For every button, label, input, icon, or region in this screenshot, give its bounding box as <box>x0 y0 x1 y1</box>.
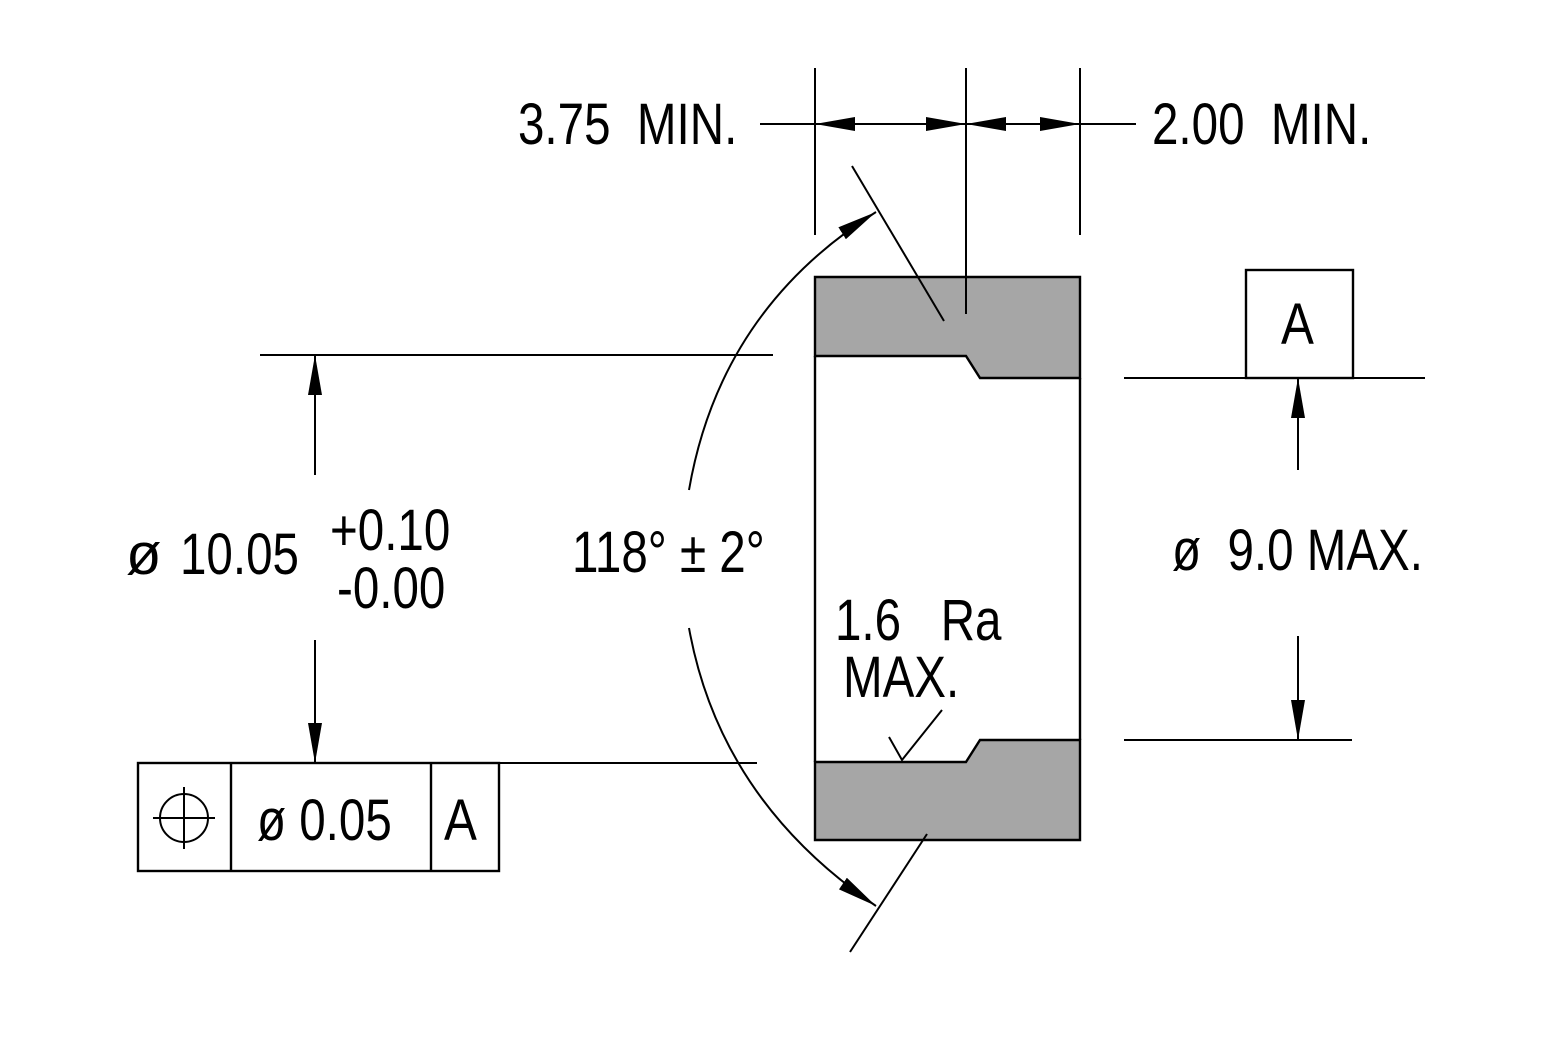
outer-tol-minus: -0.00 <box>337 557 445 622</box>
fcf-outline <box>136 761 501 873</box>
part-section <box>813 275 1082 842</box>
lower-wall-section <box>813 738 1082 842</box>
datum-label: A <box>1281 292 1314 357</box>
angle-arc-lower <box>688 627 877 907</box>
angle-label: 118° ± 2° <box>572 521 765 586</box>
surface-finish-value: 1.6 Ra <box>835 589 1002 654</box>
inner-dia-label: ø 9.0 MAX. <box>1172 519 1423 584</box>
angle-extension-upper <box>851 165 945 322</box>
fcf-tolerance: ø 0.05 <box>257 789 392 854</box>
top-dimensions: 3.75 MIN. 2.00 MIN. <box>518 68 1371 314</box>
feature-control-frame: ø 0.05 A <box>136 761 501 873</box>
surface-finish-check-icon <box>888 709 943 762</box>
inner-diameter-dimension: ø 9.0 MAX. <box>1124 377 1425 741</box>
surface-finish: 1.6 Ra MAX. <box>835 589 1002 762</box>
outer-diameter-dimension: ø 10.05 +0.10 -0.00 <box>126 354 773 764</box>
angle-dimension: 118° ± 2° <box>572 165 945 953</box>
fcf-datum-ref: A <box>444 788 477 853</box>
angle-extension-lower <box>849 833 928 953</box>
left-width-label: 3.75 MIN. <box>518 93 737 158</box>
angle-arc-upper <box>688 211 877 491</box>
right-width-label: 2.00 MIN. <box>1152 93 1371 158</box>
upper-wall-section <box>813 275 1082 380</box>
datum-box <box>1244 268 1355 380</box>
outer-dia-value: 10.05 <box>180 523 299 588</box>
position-icon <box>153 787 215 849</box>
datum-feature-symbol: A <box>1244 268 1355 380</box>
outer-tol-plus: +0.10 <box>330 499 450 564</box>
surface-finish-qualifier: MAX. <box>843 646 959 711</box>
outer-dia-symbol: ø <box>126 522 161 587</box>
